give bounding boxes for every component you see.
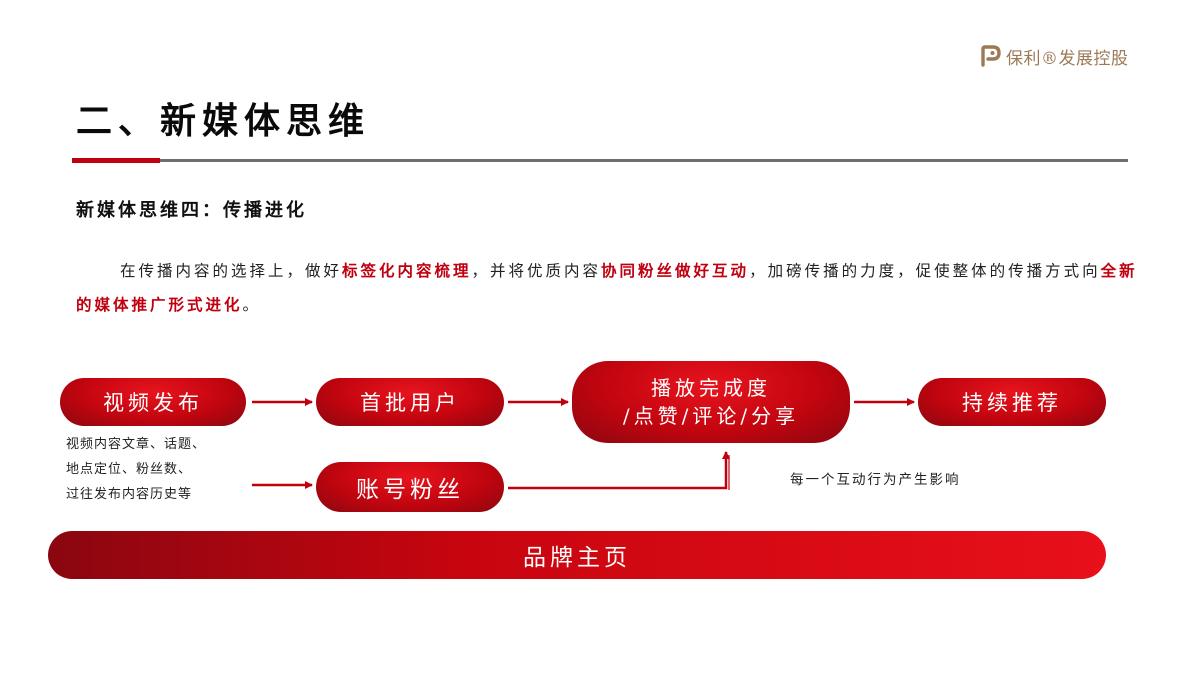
play-metrics-line1: 播放完成度 — [651, 376, 771, 400]
paragraph-text: 。 — [242, 296, 262, 314]
interaction-note: 每一个互动行为产生影响 — [790, 472, 961, 488]
paragraph-text: ，并将优质内容 — [471, 262, 602, 280]
paragraph-highlight: 协同粉丝做好互动 — [601, 261, 750, 280]
connector-fans-to-play — [508, 451, 730, 490]
play-metrics-node: 播放完成度 /点赞/评论/分享 — [572, 361, 850, 443]
paragraph-text: 在传播内容的选择上，做好 — [120, 262, 343, 280]
company-logo: 保利®发展控股 — [980, 42, 1129, 70]
brand-homepage-bar: 品牌主页 — [48, 531, 1106, 579]
video-publish-node: 视频发布 — [60, 378, 246, 426]
section-subtitle: 新媒体思维四：传播进化 — [76, 200, 307, 221]
intro-paragraph: 在传播内容的选择上，做好标签化内容梳理，并将优质内容协同粉丝做好互动，加磅传播的… — [76, 254, 1146, 322]
title-divider-accent — [72, 158, 160, 163]
video-note-line: 过往发布内容历史等 — [66, 487, 193, 502]
video-note: 视频内容文章、话题、 地点定位、粉丝数、 过往发布内容历史等 — [66, 432, 206, 507]
paragraph-text: ，加磅传播的力度，促使整体的传播方式向 — [749, 262, 1101, 280]
page-title: 二、新媒体思维 — [76, 100, 371, 142]
title-divider — [72, 159, 1128, 162]
video-note-line: 地点定位、粉丝数、 — [66, 462, 193, 477]
continuous-recommend-node: 持续推荐 — [918, 378, 1106, 426]
first-users-node: 首批用户 — [316, 378, 504, 426]
account-fans-node: 账号粉丝 — [316, 462, 504, 512]
paragraph-highlight: 全新的媒体推广形式进化 — [76, 261, 1138, 314]
logo-mark-icon — [980, 45, 1002, 67]
play-metrics-line2: /点赞/评论/分享 — [622, 404, 800, 428]
logo-text: 保利®发展控股 — [1006, 48, 1129, 69]
paragraph-highlight: 标签化内容梳理 — [342, 261, 472, 280]
video-note-line: 视频内容文章、话题、 — [66, 437, 207, 452]
